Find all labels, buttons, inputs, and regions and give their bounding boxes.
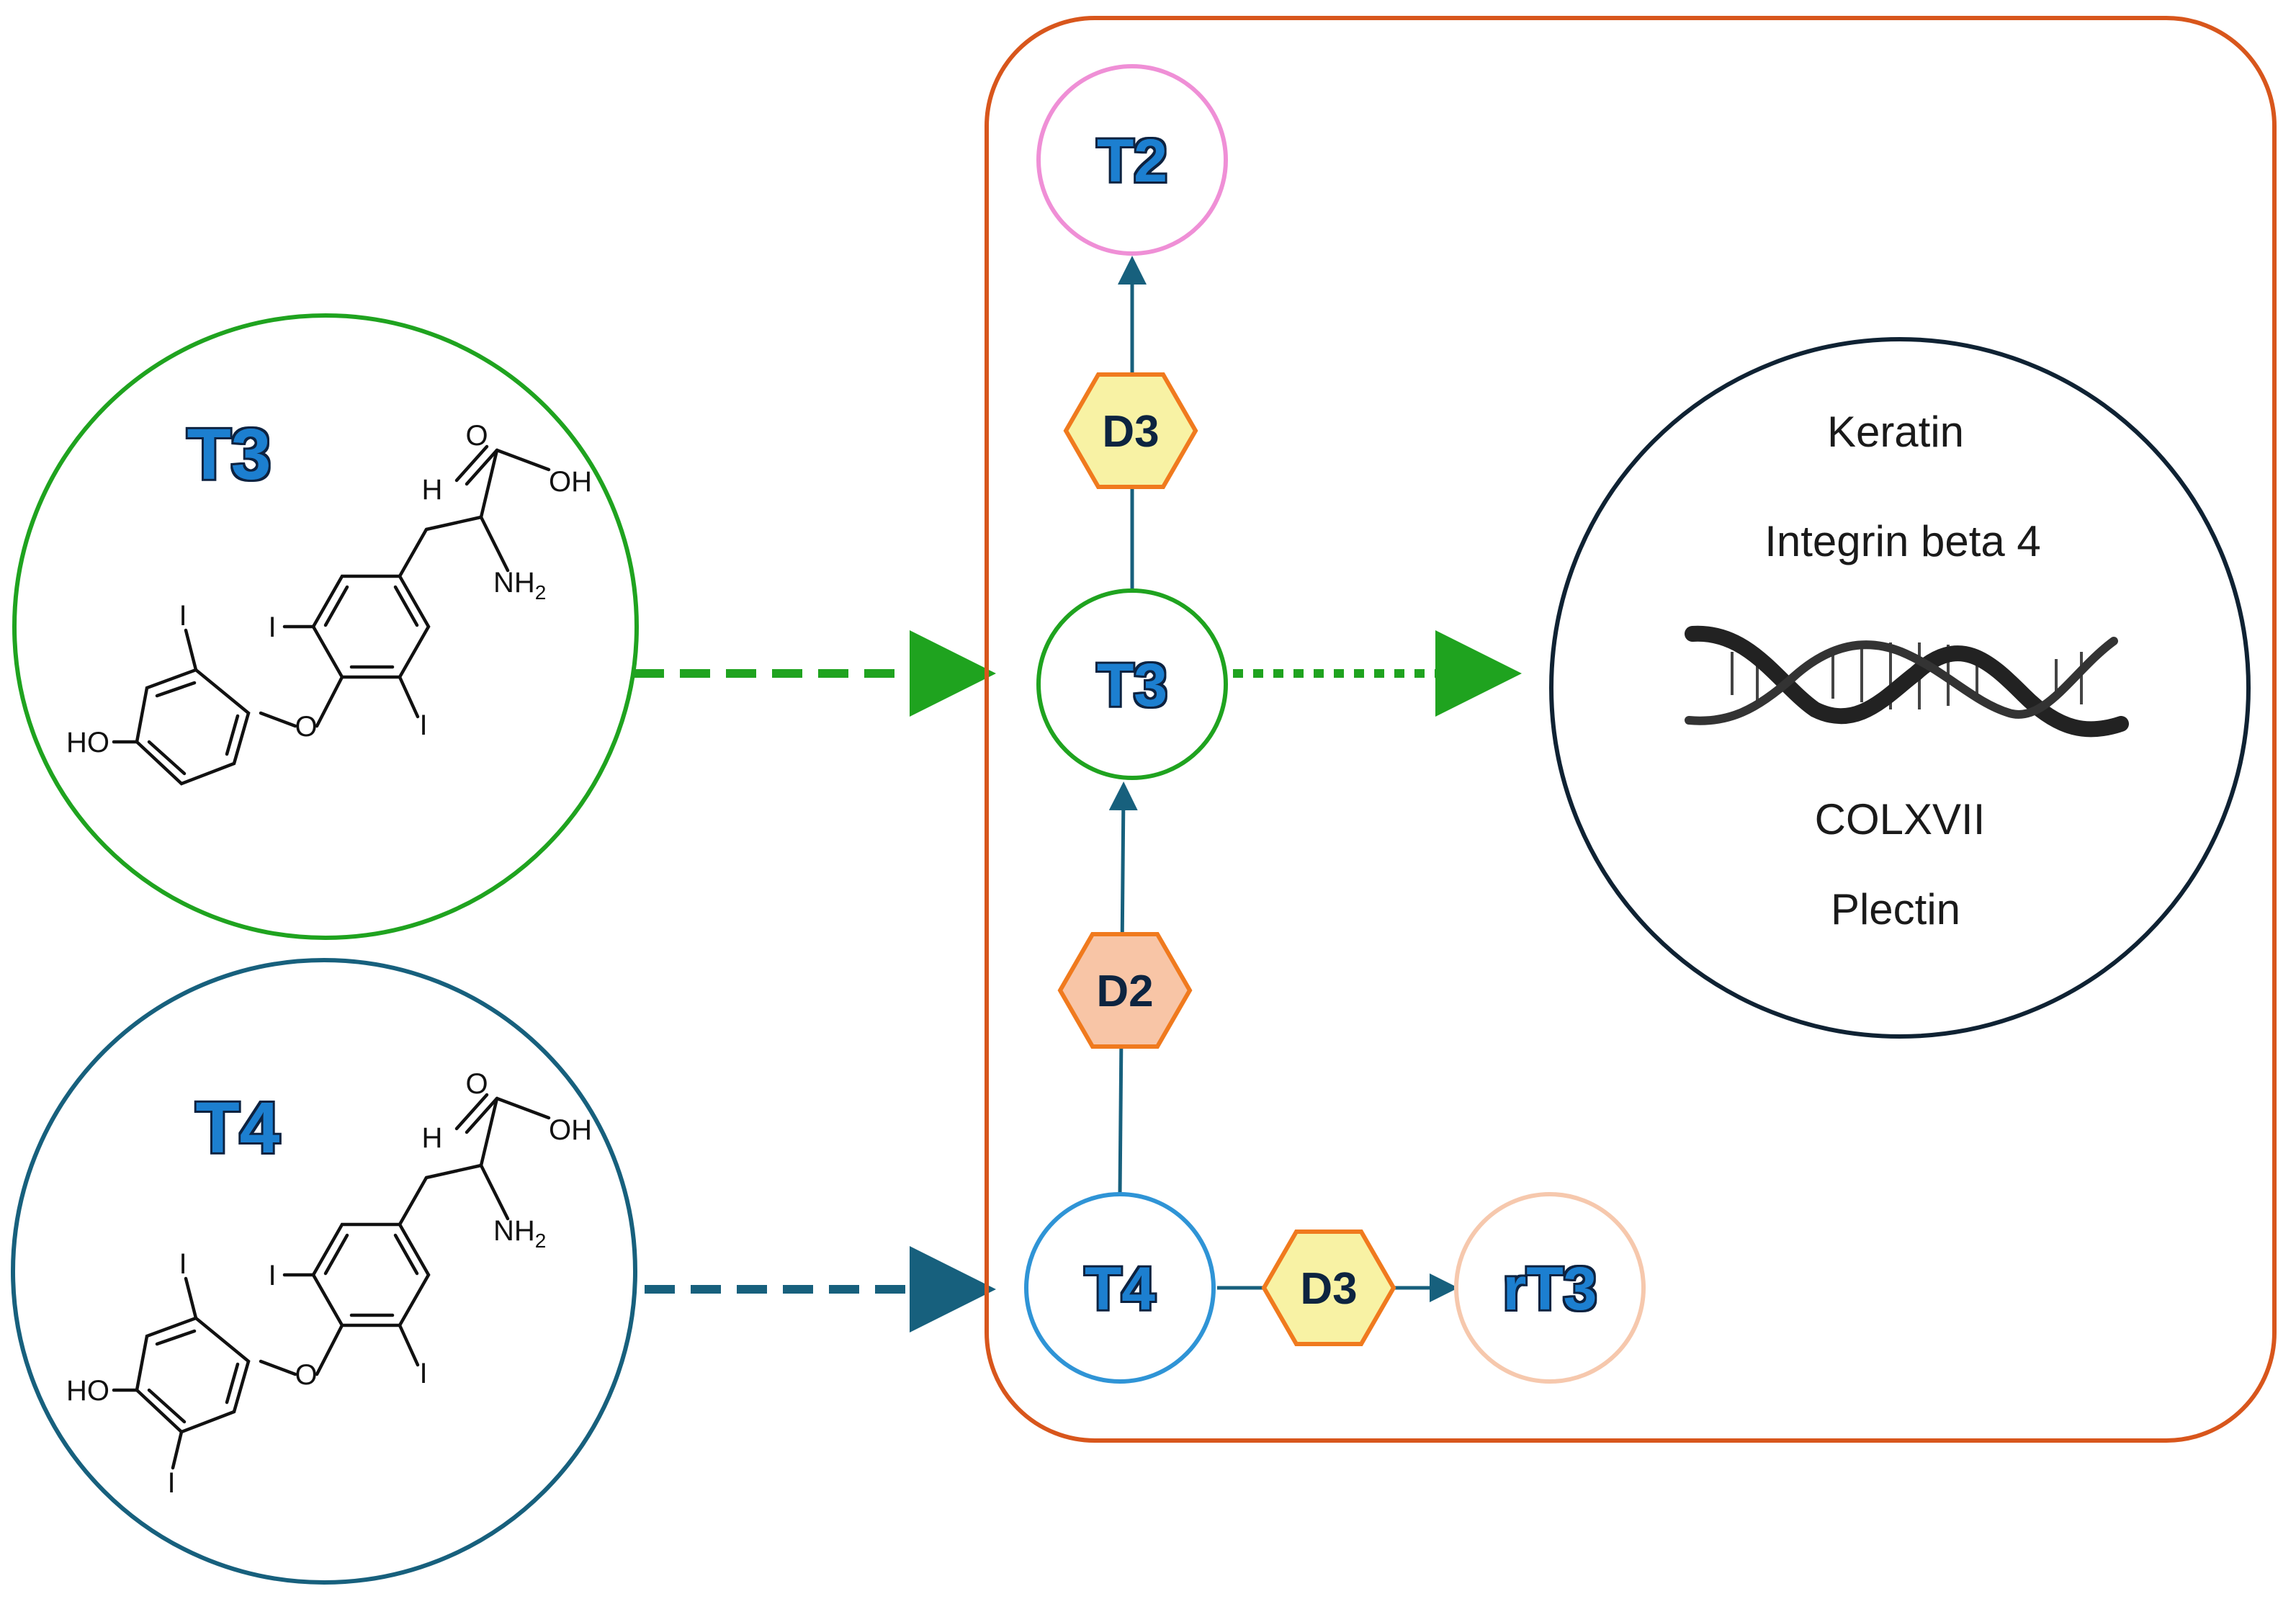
- node-t2-label: T2: [1097, 127, 1167, 194]
- t4-iodine-1: I: [268, 1260, 276, 1291]
- t3-iodine-3: I: [179, 600, 187, 632]
- t4-structure: O OH H NH2 I I I I O HO: [66, 1068, 592, 1499]
- t4-iodine-4: I: [167, 1467, 175, 1499]
- t3-hydroxyl: OH: [549, 466, 592, 498]
- gene-plectin: Plectin: [1831, 885, 1960, 933]
- node-rt3-label: rT3: [1503, 1255, 1597, 1322]
- enzyme-d3-bottom: D3: [1261, 1230, 1396, 1346]
- t4-iodine-3: I: [179, 1248, 187, 1280]
- t4-carboxyl-o: O: [465, 1068, 488, 1100]
- t3-structure: O OH H NH2 I I I O HO: [66, 420, 592, 784]
- enzyme-d2-label: D2: [1096, 967, 1153, 1016]
- t4-ether-o: O: [295, 1359, 317, 1391]
- outer-t4-circle: [11, 958, 637, 1585]
- gene-integrin-beta-4: Integrin beta 4: [1764, 517, 2041, 565]
- t3-iodine-2: I: [419, 709, 427, 741]
- enzyme-d3-top-label: D3: [1102, 407, 1159, 457]
- outer-t4-group: T4 O OH H NH2 I I I I O HO: [11, 958, 637, 1585]
- gene-keratin: Keratin: [1827, 408, 1964, 456]
- outer-t3-group: T3 O OH H NH2 I I I O HO: [12, 313, 639, 940]
- enzyme-d2: D2: [1057, 932, 1193, 1049]
- t3-ether-o: O: [295, 711, 317, 743]
- t3-amine: NH2: [493, 567, 546, 604]
- outer-t3-label: T3: [187, 414, 272, 495]
- t3-alpha-h: H: [422, 474, 443, 506]
- t3-carboxyl-o: O: [465, 420, 488, 452]
- node-t2: T2: [1036, 64, 1228, 256]
- t4-hydroxyl: OH: [549, 1114, 592, 1146]
- t4-amine: NH2: [493, 1215, 546, 1252]
- node-t4-label: T4: [1085, 1255, 1155, 1322]
- node-t3: T3: [1036, 588, 1228, 780]
- t4-phenol: HO: [66, 1375, 109, 1407]
- node-t3-label: T3: [1097, 651, 1167, 719]
- t3-iodine-1: I: [268, 612, 276, 643]
- enzyme-d3-bottom-label: D3: [1300, 1264, 1357, 1314]
- dna-helix-icon: [1685, 625, 2129, 738]
- t4-alpha-h: H: [422, 1122, 443, 1154]
- enzyme-d3-top: D3: [1063, 372, 1198, 489]
- cell-boundary: [985, 16, 2277, 1443]
- t4-iodine-2: I: [419, 1358, 427, 1389]
- t3-phenol: HO: [66, 727, 109, 758]
- node-t4: T4: [1024, 1192, 1216, 1384]
- outer-t4-label: T4: [196, 1088, 280, 1168]
- gene-colxvii: COLXVII: [1815, 795, 1986, 843]
- node-rt3: rT3: [1454, 1192, 1646, 1384]
- gene-nucleus: Keratin Integrin beta 4 COLXVII Plectin: [1549, 337, 2251, 1039]
